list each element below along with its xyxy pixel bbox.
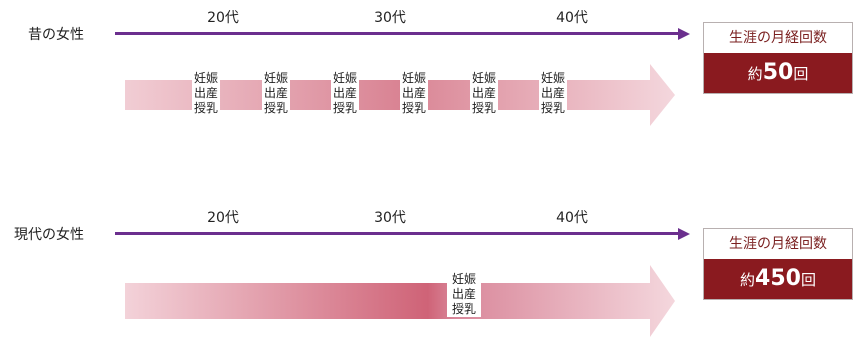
- row-label: 昔の女性: [28, 27, 84, 43]
- count-number: 50: [762, 60, 794, 85]
- timeline-arrowhead: [678, 27, 690, 40]
- count-prefix: 約: [740, 271, 756, 289]
- row-label: 現代の女性: [14, 227, 84, 243]
- lifetime-count-box: 生涯の月経回数 約450回: [703, 228, 853, 300]
- pregnancy-event: 妊娠 出産 授乳: [539, 71, 567, 116]
- age-label-30s: 30代: [374, 10, 406, 26]
- count-number: 450: [755, 266, 801, 291]
- menstruation-band: [125, 265, 675, 337]
- row-past: 昔の女性 20代 30代 40代 妊娠 出産 授乳 妊娠 出産 授乳 妊娠 出産…: [0, 0, 855, 150]
- pregnancy-event: 妊娠 出産 授乳: [470, 71, 498, 116]
- count-suffix: 回: [800, 271, 816, 289]
- pregnancy-event: 妊娠 出産 授乳: [262, 71, 290, 116]
- count-title: 生涯の月経回数: [729, 30, 827, 46]
- lifetime-count-box: 生涯の月経回数 約50回: [703, 22, 853, 94]
- count-prefix: 約: [747, 65, 763, 83]
- count-value: 約450回: [704, 259, 852, 299]
- count-title: 生涯の月経回数: [729, 236, 827, 252]
- count-value: 約50回: [704, 53, 852, 93]
- timeline-line: [115, 232, 680, 235]
- timeline-line: [115, 32, 680, 35]
- age-label-30s: 30代: [374, 210, 406, 226]
- row-modern: 現代の女性 20代 30代 40代 妊娠 出産 授乳 生涯の月経回数 約450回: [0, 190, 855, 337]
- pregnancy-event: 妊娠 出産 授乳: [400, 71, 428, 116]
- count-suffix: 回: [793, 65, 809, 83]
- pregnancy-event: 妊娠 出産 授乳: [192, 71, 220, 116]
- pregnancy-event: 妊娠 出産 授乳: [447, 272, 481, 317]
- age-label-20s: 20代: [207, 10, 239, 26]
- age-label-40s: 40代: [556, 10, 588, 26]
- band-arrow: [125, 265, 675, 337]
- pregnancy-event: 妊娠 出産 授乳: [331, 71, 359, 116]
- timeline-arrowhead: [678, 227, 690, 240]
- age-label-40s: 40代: [556, 210, 588, 226]
- age-label-20s: 20代: [207, 210, 239, 226]
